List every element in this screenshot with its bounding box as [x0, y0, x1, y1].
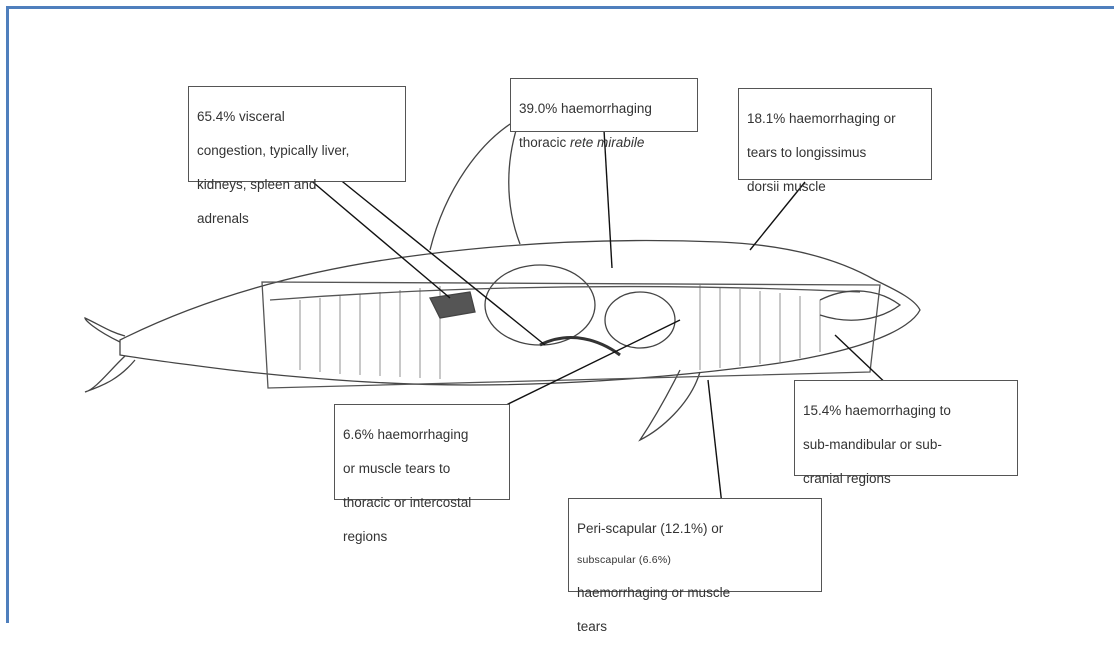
- label-scapular: Peri-scapular (12.1%) or subscapular (6.…: [568, 498, 822, 592]
- organ-lung: [485, 265, 595, 345]
- tail-fluke: [85, 318, 135, 392]
- spine: [270, 287, 860, 300]
- organ-diaphragm: [540, 338, 620, 355]
- pectoral-flipper: [640, 370, 700, 440]
- pointer-thoracic: [500, 320, 680, 408]
- pointer-scapular: [708, 380, 722, 505]
- label-sub-mandibular: 15.4% haemorrhaging to sub-mandibular or…: [794, 380, 1018, 476]
- label-visceral-congestion: 65.4% visceral congestion, typically liv…: [188, 86, 406, 182]
- label-thoracic-intercostal: 6.6% haemorrhaging or muscle tears to th…: [334, 404, 510, 500]
- label-longissimus: 18.1% haemorrhaging or tears to longissi…: [738, 88, 932, 180]
- cutaway-panel: [262, 282, 880, 388]
- organ-kidney: [430, 292, 475, 318]
- label-rete-mirabile: 39.0% haemorrhaging thoracic rete mirabi…: [510, 78, 698, 132]
- dorsal-fin: [430, 118, 520, 250]
- head-detail: [820, 291, 900, 320]
